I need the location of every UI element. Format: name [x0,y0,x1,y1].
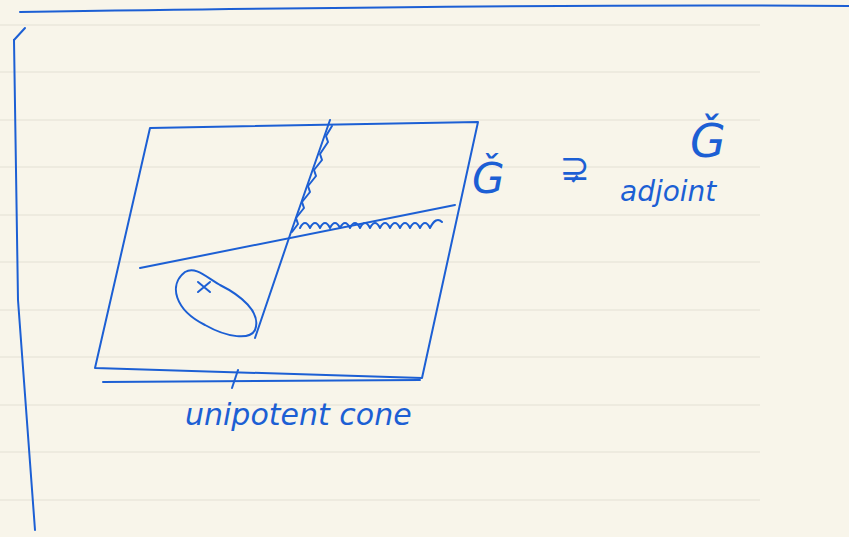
leader-tick [232,370,238,388]
zigzag-branch [292,126,332,232]
plane-base [103,380,420,382]
containment-symbol: ⊋ [560,150,590,186]
ruled-lines [0,25,760,500]
wiggly-branch [300,220,442,228]
group-symbol: Ǧ [690,118,726,164]
caption-note: unipotent cone [185,400,412,430]
bracket-corner [14,28,25,40]
vertical-axis [255,120,330,338]
subscript-word: adjoint [620,178,716,206]
group-symbol: Ǧ [472,158,505,200]
cross-mark [198,282,210,292]
plane [95,122,478,378]
loop [176,270,256,336]
top-rule [20,5,849,12]
left-bracket [14,40,35,530]
